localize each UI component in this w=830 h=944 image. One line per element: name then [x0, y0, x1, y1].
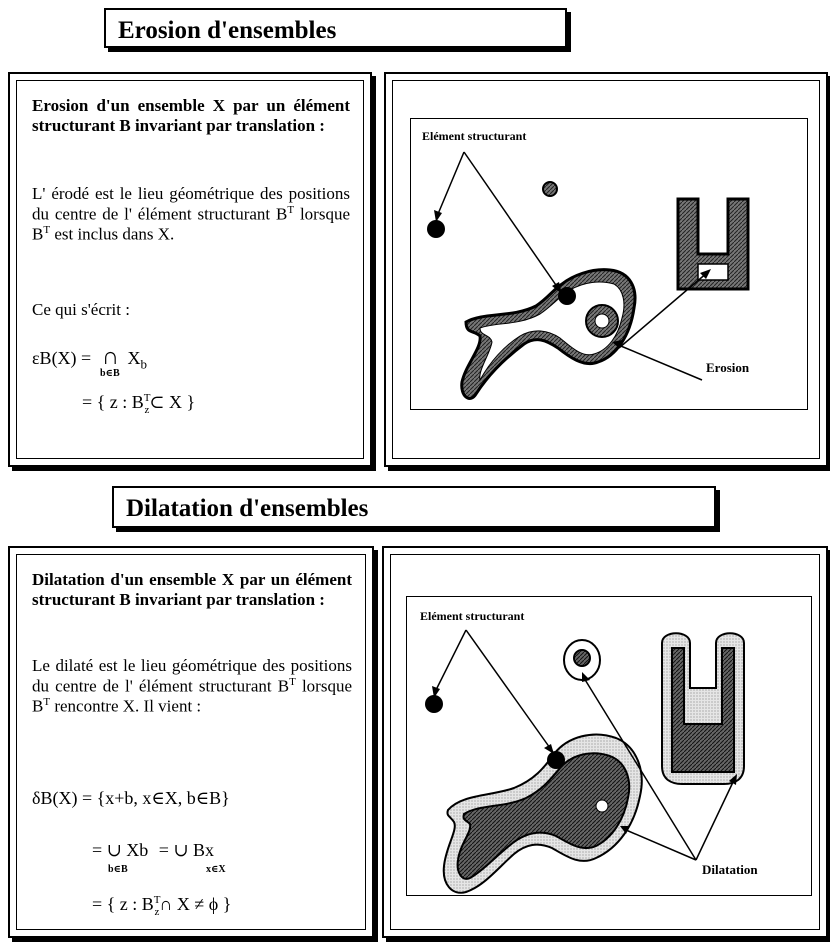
u-shape — [671, 647, 735, 773]
dilatation-formula-2-index-2: x∈X — [206, 864, 226, 875]
erosion-formula-intro: Ce qui s'écrit : — [32, 300, 130, 319]
structuring-element-on-set — [558, 287, 576, 305]
dilatation-formula-2-index-1: b∈B — [108, 864, 128, 875]
dilatation-label-result: Dilatation — [702, 862, 758, 877]
erosion-title: Erosion d'ensembles — [104, 8, 567, 48]
structuring-element — [427, 220, 445, 238]
structuring-element — [425, 695, 443, 713]
dilatation-title: Dilatation d'ensembles — [112, 486, 716, 528]
dilatation-diagram-panel: Elément structurant Dilatation — [382, 546, 828, 938]
erosion-diagram: Elément structurant Erosion — [422, 129, 750, 400]
u-shape — [676, 197, 750, 291]
erosion-label-result: Erosion — [706, 360, 750, 375]
dilatation-label-element: Elément structurant — [420, 609, 524, 623]
erosion-definition-panel: Erosion d'un ensemble X par un élément s… — [8, 72, 372, 467]
small-set-blob — [542, 181, 558, 197]
set-x-shape — [456, 752, 631, 880]
structuring-element-on-set — [547, 751, 565, 769]
dilatation-definition-panel: Dilatation d'un ensemble X par un élémen… — [8, 546, 374, 938]
erosion-label-element: Elément structurant — [422, 129, 526, 143]
erosion-description: L' érodé est le lieu géométrique des pos… — [32, 184, 350, 244]
erosion-formula-1: εB(X) = ∩ Xb — [32, 344, 148, 372]
erosion-formula-1-index: b∈B — [100, 368, 120, 379]
dilatation-definition-title: Dilatation d'un ensemble X par un élémen… — [32, 570, 352, 609]
dilatation-description: Le dilaté est le lieu géométrique des po… — [32, 656, 353, 716]
erosion-diagram-panel: Elément structurant Erosion — [384, 72, 828, 467]
dilatation-diagram: Elément structurant Dilatation — [420, 609, 758, 894]
erosion-definition-title: Erosion d'un ensemble X par un élément s… — [32, 96, 350, 135]
erosion-formula-2: = { z : BTz⊂ X } — [82, 392, 196, 416]
dilatation-formula-1: δB(X) = {x+b, x∈X, b∈B} — [32, 788, 230, 808]
dilatation-formula-3: = { z : BTz∩ X ≠ ϕ } — [92, 894, 232, 918]
dilatation-formula-2: = ∪ Xb = ∪ Bx — [92, 840, 214, 860]
